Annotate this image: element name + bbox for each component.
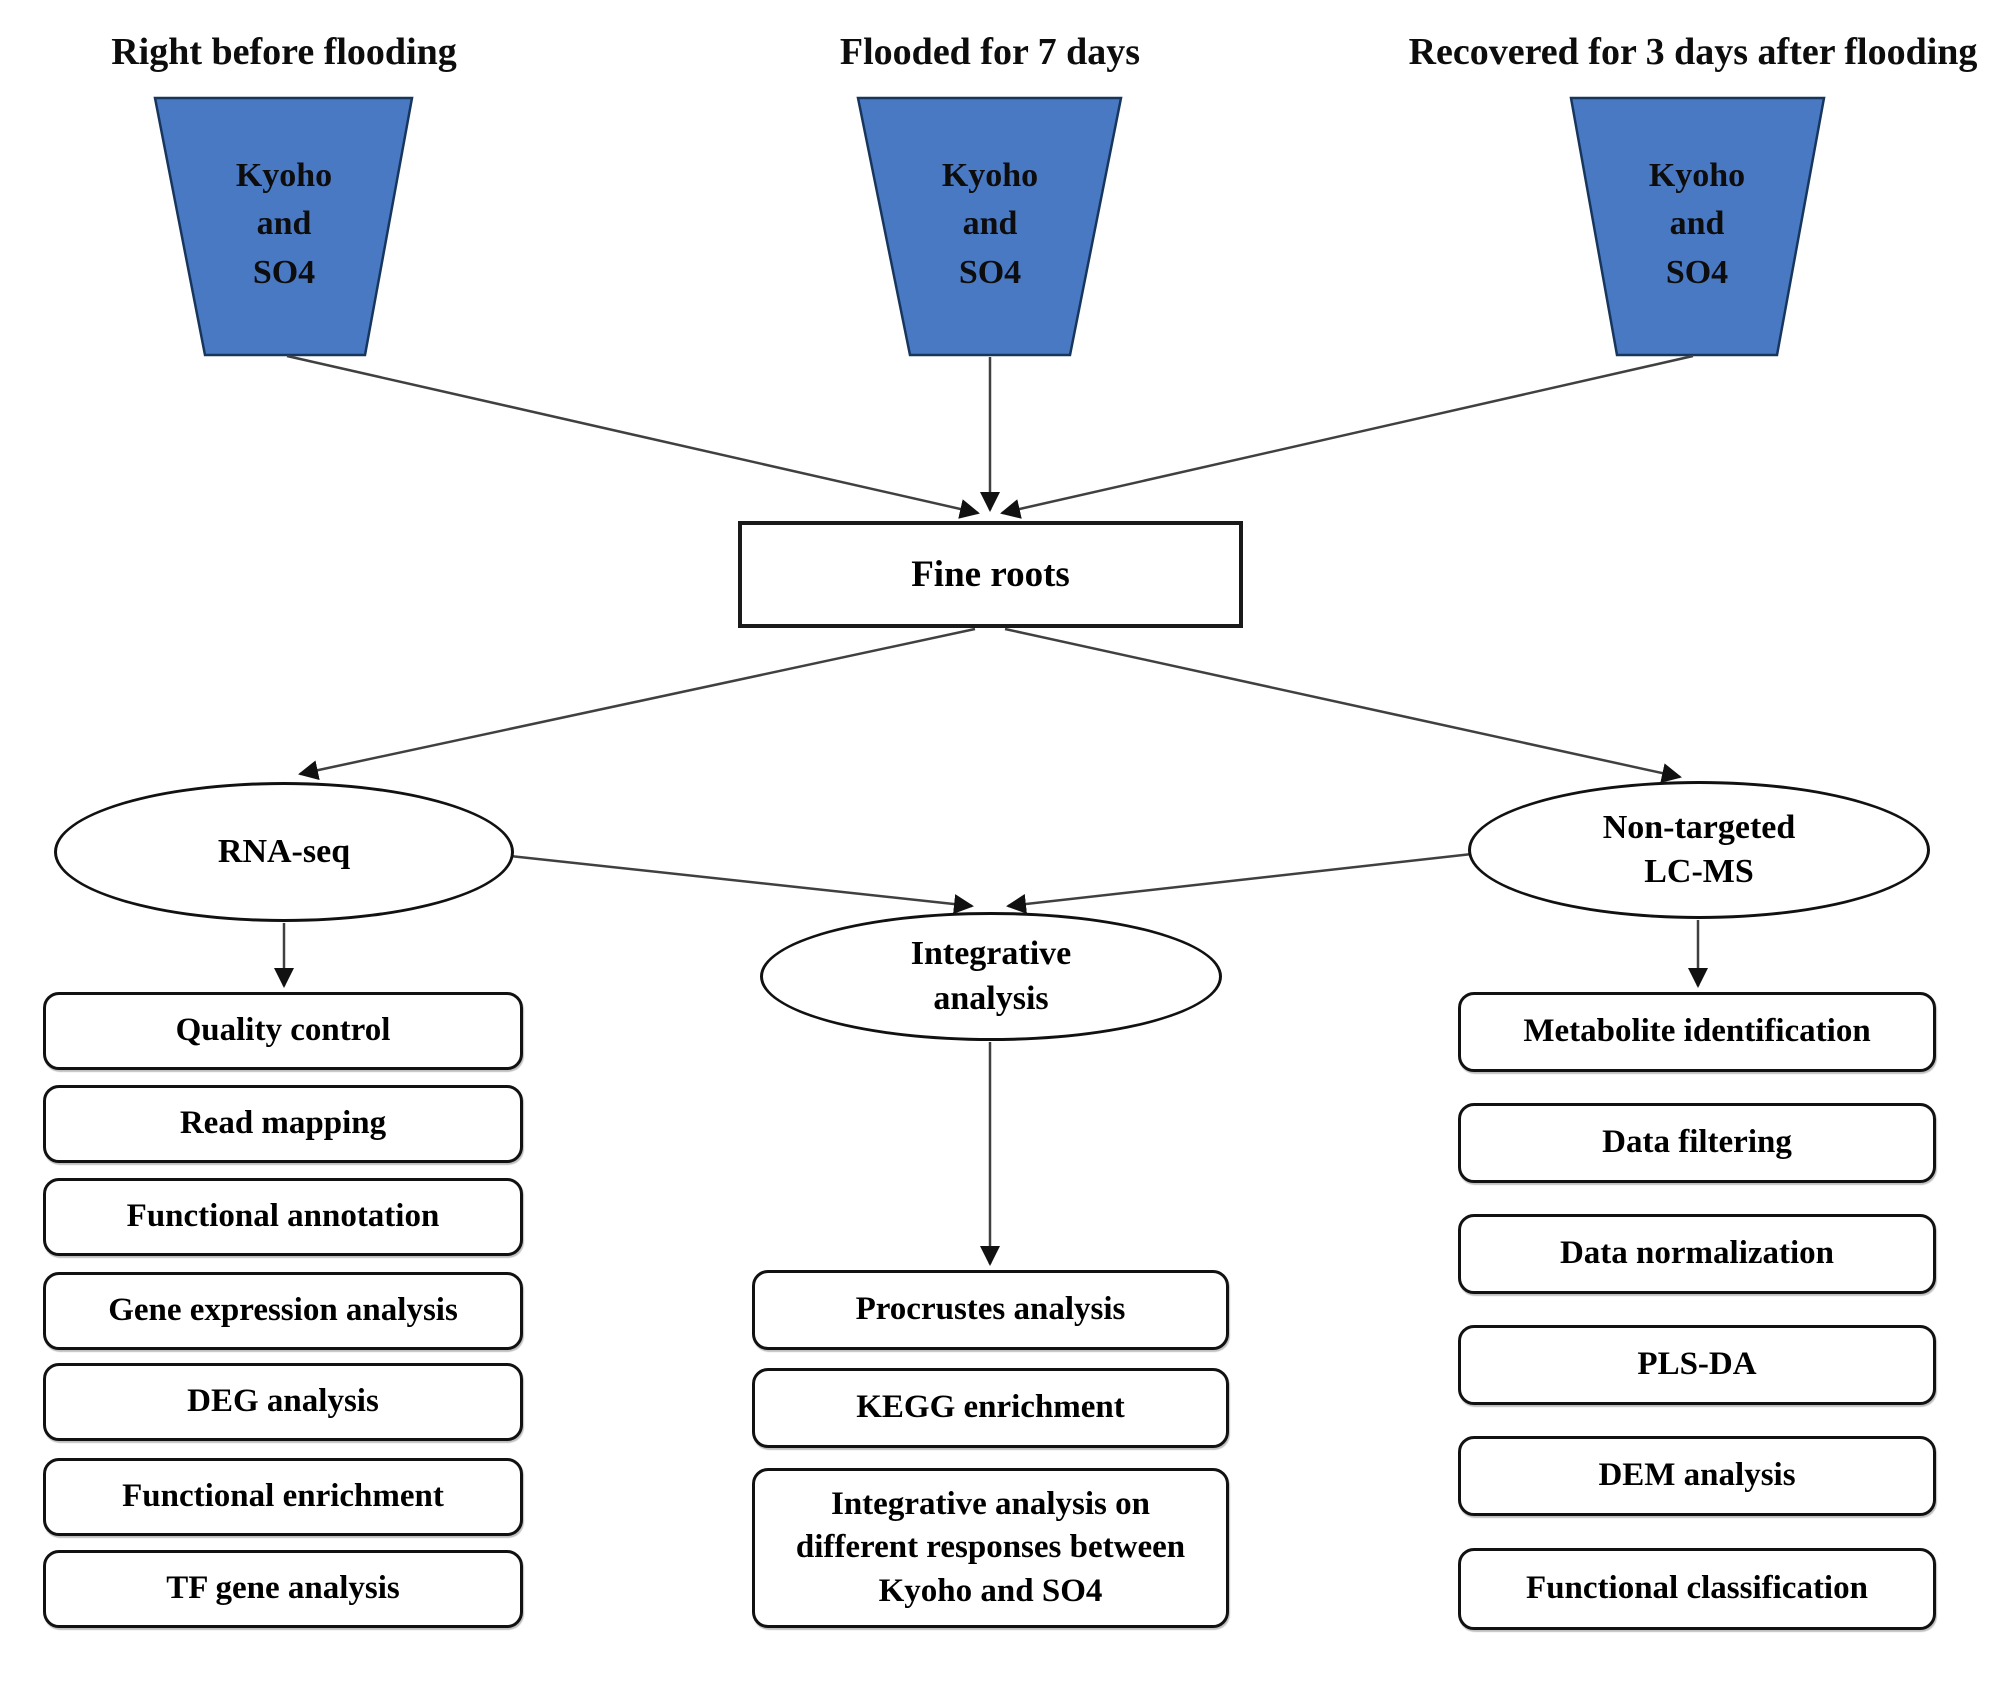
fine-roots-label: Fine roots — [911, 554, 1070, 595]
arrow-before-flooding-to-fine-roots — [286, 354, 980, 519]
step-gene-expression-analysis: Gene expression analysis — [43, 1272, 523, 1350]
rna-seq-node: RNA-seq — [54, 782, 514, 922]
step-pls-da: PLS-DA — [1458, 1325, 1936, 1405]
stage-header-before-flooding: Right before flooding — [111, 31, 457, 73]
lcms-label: Non-targeted LC-MS — [1602, 808, 1796, 890]
fine-roots-node: Fine roots — [738, 521, 1243, 628]
step-read-mapping: Read mapping — [43, 1085, 523, 1163]
stage-header-recovered-3-days: Recovered for 3 days after flooding — [1408, 31, 1978, 73]
funnel-flooded-7-days — [856, 96, 1123, 357]
lcms-node: Non-targeted LC-MS — [1468, 781, 1930, 919]
arrow-fine-roots-to-lcms — [1004, 627, 1682, 783]
step-procrustes-analysis: Procrustes analysis — [752, 1270, 1229, 1350]
step-functional-enrichment: Functional enrichment — [43, 1458, 523, 1536]
integrative-analysis-label: Integrative analysis — [910, 935, 1072, 1017]
funnel-before-flooding — [153, 96, 414, 357]
funnel-label-flooded-7-days: Kyoho and SO4 — [941, 157, 1039, 291]
step-quality-control: Quality control — [43, 992, 523, 1070]
arrow-lcms-to-integrative — [1006, 852, 1473, 914]
step-tf-gene-analysis: TF gene analysis — [43, 1550, 523, 1628]
funnel-label-before-flooding: Kyoho and SO4 — [235, 157, 333, 291]
funnel-label-recovered-3-days: Kyoho and SO4 — [1648, 157, 1746, 291]
step-kegg-enrichment: KEGG enrichment — [752, 1368, 1229, 1448]
arrow-recovered-to-fine-roots — [1000, 354, 1694, 519]
arrow-fine-roots-to-rna-seq — [298, 627, 976, 780]
rna-seq-label: RNA-seq — [217, 832, 351, 870]
stage-header-flooded-7-days: Flooded for 7 days — [839, 31, 1141, 73]
step-data-normalization: Data normalization — [1458, 1214, 1936, 1294]
step-functional-classification: Functional classification — [1458, 1548, 1936, 1630]
step-data-filtering: Data filtering — [1458, 1103, 1936, 1183]
step-metabolite-identification: Metabolite identification — [1458, 992, 1936, 1072]
arrow-rna-seq-to-integrative — [509, 854, 974, 915]
step-integrative-responses: Integrative analysis on different respon… — [752, 1468, 1229, 1628]
integrative-analysis-node: Integrative analysis — [760, 912, 1222, 1041]
funnel-recovered-3-days — [1569, 96, 1826, 357]
step-deg-analysis: DEG analysis — [43, 1363, 523, 1441]
step-functional-annotation: Functional annotation — [43, 1178, 523, 1256]
step-dem-analysis: DEM analysis — [1458, 1436, 1936, 1516]
